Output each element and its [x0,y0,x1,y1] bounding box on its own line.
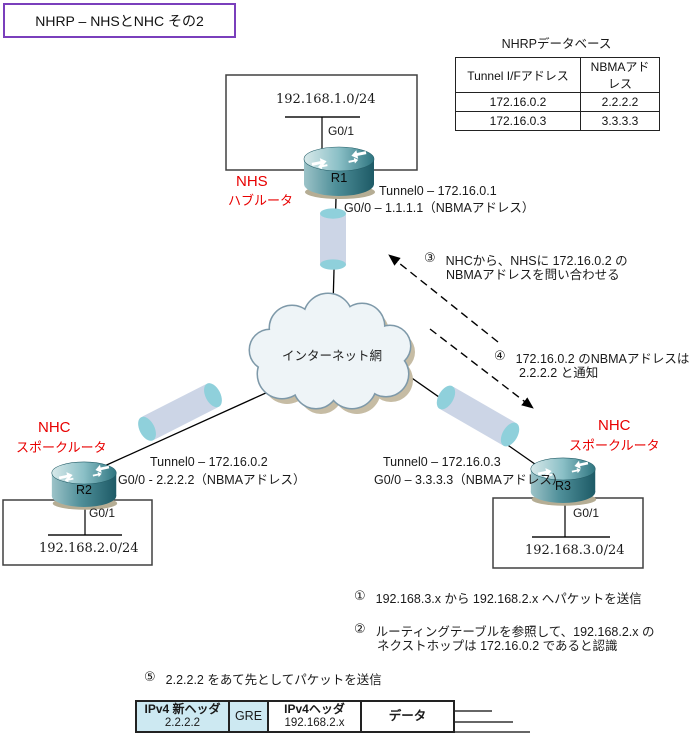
r3-role-sub: スポークルータ [569,438,660,453]
r1-tunnel-address: Tunnel0 – 172.16.0.1 [379,184,497,198]
router-r3: R3 [531,458,596,506]
r2-role: NHC [38,419,71,436]
packet-gre-label: GRE [234,709,263,724]
packet-ipv4-header-addr: 192.168.2.x [284,716,345,729]
internet-cloud [248,292,415,414]
r1-lan-address: 192.168.1.0/24 [276,92,376,107]
tunnel-r1-icon [320,208,346,270]
step3-text-line1: NHCから、NHSに 172.16.0.2 の [445,254,628,268]
packet-cell-new-ipv4-header: IPv4 新ヘッダ 2.2.2.2 [137,702,230,731]
r3-nbma-address: G0/0 – 3.3.3.3（NBMAアドレス） [374,473,565,487]
annotation-step5: ⑤ 2.2.2.2 をあて先としてパケットを送信 [144,669,382,688]
annotation-step4: ④ 172.16.0.2 のNBMAアドレスは [494,348,689,367]
tunnel-r3-icon [432,382,524,450]
link-cloud-r2 [99,391,269,469]
step3-text-line2: NBMAアドレスを問い合わせる [446,268,620,282]
step2-text-line2: ネクストホップは 172.16.0.2 であると認識 [377,639,618,653]
annotation-step1: ① 192.168.3.x から 192.168.2.x へパケットを送信 [354,588,642,607]
r1-role-sub: ハブルータ [228,193,294,208]
step2-number: ② [354,621,366,636]
cell-tunnel-if: 172.16.0.3 [455,111,581,131]
step5-text: 2.2.2.2 をあて先としてパケットを送信 [165,673,382,687]
step4-text-line2: 2.2.2.2 と通知 [519,366,599,380]
annotation-step2: ② ルーティングテーブルを参照して、192.168.2.x の [354,621,654,640]
r2-lan-address: 192.168.2.0/24 [39,541,139,556]
table-row: 172.16.0.3 3.3.3.3 [455,111,660,131]
step2-text-line1: ルーティングテーブルを参照して、192.168.2.x の [375,625,655,639]
cell-nbma: 2.2.2.2 [580,92,660,112]
step1-text: 192.168.3.x から 192.168.2.x へパケットを送信 [375,592,642,606]
step4-text-line1: 172.16.0.2 のNBMAアドレスは [515,352,690,366]
r3-lan-interface: G0/1 [573,506,600,520]
tunnel-r2-icon [134,380,226,444]
packet-data-label: データ [388,709,427,724]
r3-lan-address: 192.168.3.0/24 [525,543,625,558]
r1-nbma-address: G0/0 – 1.1.1.1（NBMAアドレス） [344,201,535,215]
packet-cell-ipv4-header: IPv4ヘッダ 192.168.2.x [269,702,362,731]
packet-cell-gre: GRE [230,702,269,731]
r2-role-sub: スポークルータ [16,440,107,455]
r1-lan-interface: G0/1 [328,124,355,138]
r1-role: NHS [236,173,268,190]
table-row: 172.16.0.2 2.2.2.2 [455,92,660,112]
col-tunnel-if: Tunnel I/Fアドレス [455,57,581,93]
page-title: NHRP – NHSとNHC その2 [3,3,236,38]
step4-number: ④ [494,348,506,363]
step1-number: ① [354,588,366,603]
packet-trailer-lines [455,710,530,733]
cell-tunnel-if: 172.16.0.2 [455,92,581,112]
packet-ipv4-header-label: IPv4ヘッダ [284,701,345,716]
router-r3-label: R3 [555,479,571,493]
nhrp-database-table: Tunnel I/Fアドレス NBMAアドレス 172.16.0.2 2.2.2… [455,57,660,131]
r2-nbma-address: G0/0 - 2.2.2.2（NBMAアドレス） [118,473,306,487]
r3-tunnel-address: Tunnel0 – 172.16.0.3 [383,455,501,469]
step5-number: ⑤ [144,669,156,684]
step3-number: ③ [424,250,436,265]
packet-cell-data: データ [362,702,453,731]
packet-new-header-addr: 2.2.2.2 [164,716,201,729]
router-r2: R2 [52,462,117,510]
nhrp-reply-arrow [429,328,534,409]
packet-new-header-label: IPv4 新ヘッダ [144,701,221,716]
r3-role: NHC [598,417,631,434]
router-r1-label: R1 [331,170,348,185]
router-r2-label: R2 [76,483,92,497]
cloud-label: インターネット網 [282,349,383,363]
r2-tunnel-address: Tunnel0 – 172.16.0.2 [150,455,268,469]
router-r1: R1 [304,147,375,199]
annotation-step3: ③ NHCから、NHSに 172.16.0.2 の [424,250,628,269]
r2-lan-interface: G0/1 [89,506,116,520]
nhrp-database-title: NHRPデータベース [501,37,612,51]
nhrp-query-arrow [388,254,499,343]
col-nbma: NBMAアドレス [580,57,660,93]
table-header-row: Tunnel I/Fアドレス NBMAアドレス [455,57,660,93]
cell-nbma: 3.3.3.3 [580,111,660,131]
packet-diagram: IPv4 新ヘッダ 2.2.2.2 GRE IPv4ヘッダ 192.168.2.… [135,700,455,733]
